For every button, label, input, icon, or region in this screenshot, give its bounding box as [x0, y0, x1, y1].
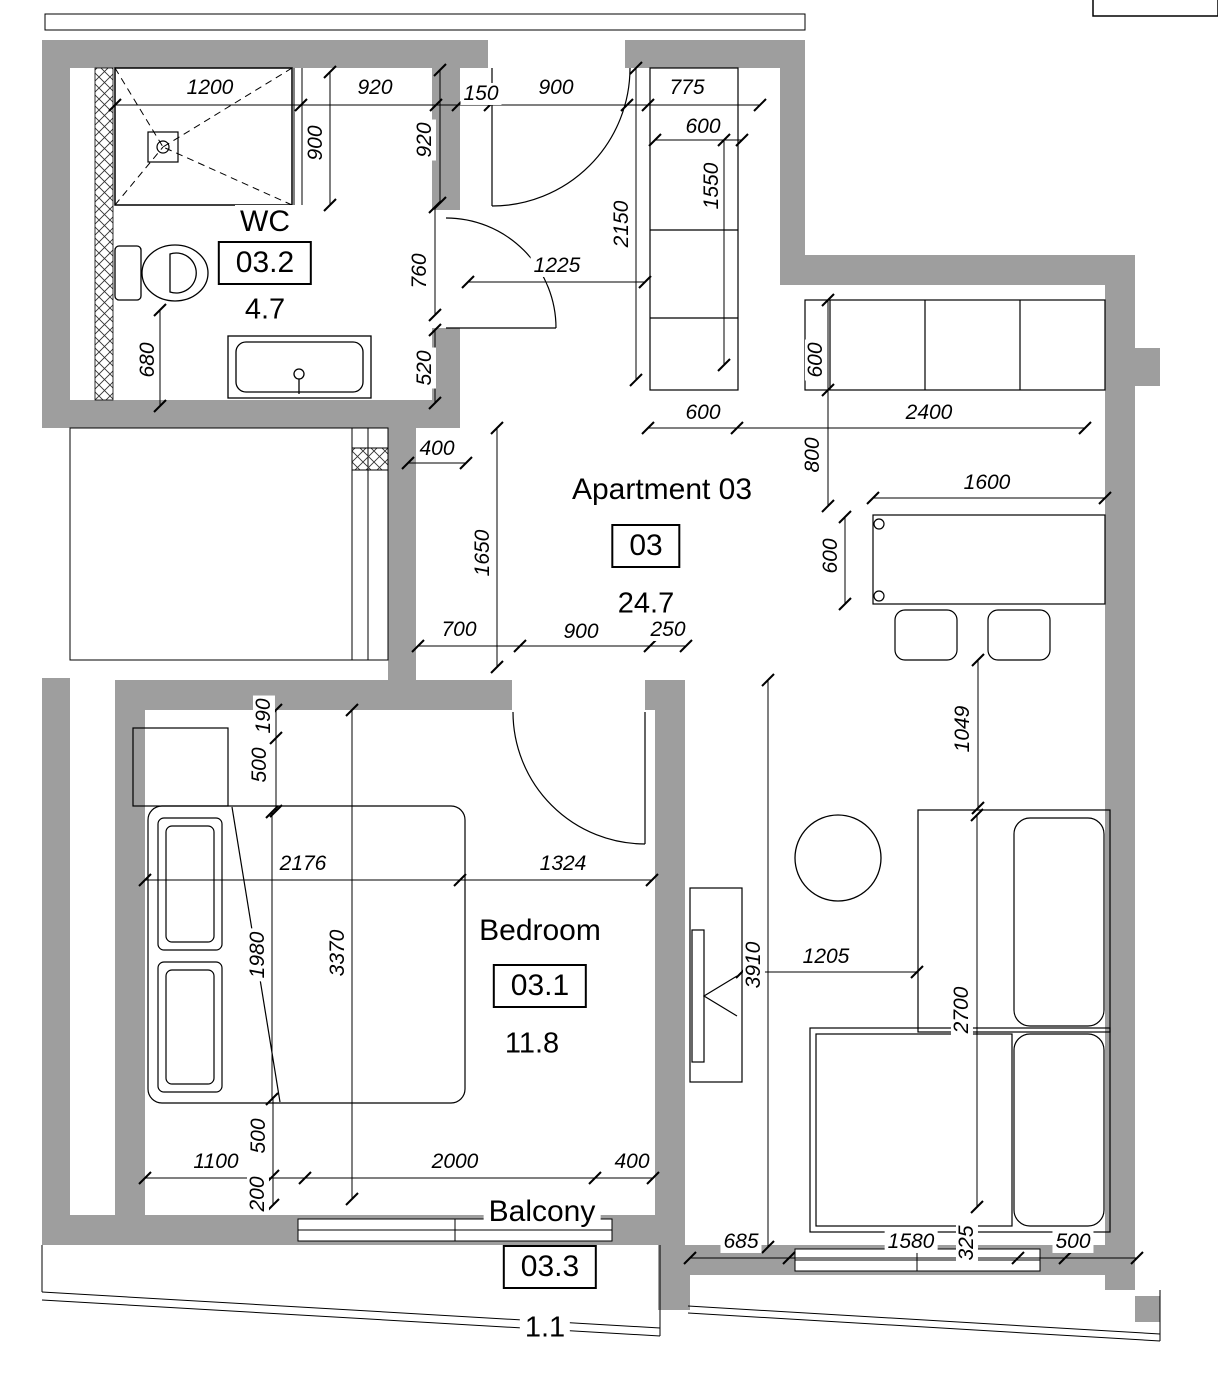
dimension-label: 600	[819, 535, 843, 577]
room-area-balcony: 1.1	[519, 1311, 571, 1345]
dimension-label: 1980	[246, 928, 270, 982]
balcony-right-outline	[687, 1290, 1161, 1342]
room-area-apartment: 24.7	[612, 587, 680, 621]
dimension-label: 2150	[610, 197, 634, 251]
dimension-label: 700	[438, 618, 480, 642]
dimension-label: 680	[136, 339, 160, 381]
dimension-label: 600	[804, 339, 828, 381]
legend-box-cutoff	[1092, 0, 1218, 17]
dimension-label: 2000	[428, 1150, 482, 1174]
dimension-label: 1225	[530, 254, 584, 278]
room-number-bedroom: 03.1	[492, 964, 588, 1008]
dimension-label: 1550	[700, 159, 724, 213]
dimension-label: 520	[413, 347, 437, 389]
dimension-label: 900	[560, 620, 602, 644]
dimension-label: 1049	[951, 702, 975, 756]
dimension-label: 920	[354, 76, 396, 100]
room-name-bedroom: Bedroom	[474, 914, 606, 948]
dimension-label: 775	[666, 76, 708, 100]
dimension-label: 500	[248, 744, 272, 786]
bedroom-door	[512, 711, 646, 845]
room-area-bedroom: 11.8	[499, 1027, 565, 1061]
dimension-label: 900	[535, 76, 577, 100]
dimension-label: 760	[408, 250, 432, 292]
dimension-label: 3370	[326, 926, 350, 980]
dimension-label: 200	[246, 1173, 270, 1215]
shower	[114, 67, 303, 206]
wc-wall-hatch	[94, 67, 114, 401]
wc-door	[445, 217, 557, 329]
room-number-wc: 03.2	[217, 241, 313, 285]
dimension-label: 1100	[190, 1150, 242, 1174]
dimension-label: 1200	[183, 76, 237, 100]
toilet	[114, 244, 209, 302]
dimension-label: 1580	[884, 1230, 938, 1254]
room-number-balcony: 03.3	[502, 1245, 598, 1289]
upper-wall-outline	[44, 13, 806, 31]
sofa	[809, 809, 1111, 1233]
dimension-label: 500	[1052, 1230, 1094, 1254]
dimension-label: 400	[416, 437, 458, 461]
dining-table	[872, 514, 1106, 605]
dimension-label: 600	[682, 115, 724, 139]
dimension-label: 1205	[799, 945, 853, 969]
dimension-label: 600	[682, 401, 724, 425]
dimension-label: 1324	[536, 852, 590, 876]
coffee-table	[794, 814, 882, 902]
dimension-label: 190	[252, 695, 276, 737]
sink	[227, 335, 372, 399]
dimension-label: 3910	[742, 938, 766, 992]
dimension-label: 685	[720, 1230, 762, 1254]
dimension-label: 900	[304, 122, 328, 164]
dimension-label: 2400	[902, 401, 956, 425]
room-name-wc: WC	[235, 205, 295, 239]
dimension-label: 920	[413, 119, 437, 161]
dimension-label: 150	[460, 82, 502, 106]
dimension-label: 250	[647, 618, 689, 642]
shaft-hatch	[351, 447, 389, 471]
dimension-label: 325	[955, 1222, 979, 1264]
dimension-label: 1600	[960, 471, 1014, 495]
dimension-label: 2176	[276, 852, 330, 876]
room-number-apartment: 03	[611, 524, 681, 568]
room-name-balcony: Balcony	[483, 1195, 601, 1229]
dimension-label: 2700	[950, 983, 974, 1037]
dimension-label: 800	[801, 434, 825, 476]
dining-chairs	[894, 609, 1051, 661]
dimension-label: 400	[611, 1150, 653, 1174]
room-area-wc: 4.7	[239, 293, 291, 327]
room-name-apartment: Apartment 03	[566, 473, 758, 507]
dimension-label: 500	[247, 1115, 271, 1157]
dimension-label: 1650	[471, 526, 495, 580]
tv-unit	[689, 887, 743, 1083]
